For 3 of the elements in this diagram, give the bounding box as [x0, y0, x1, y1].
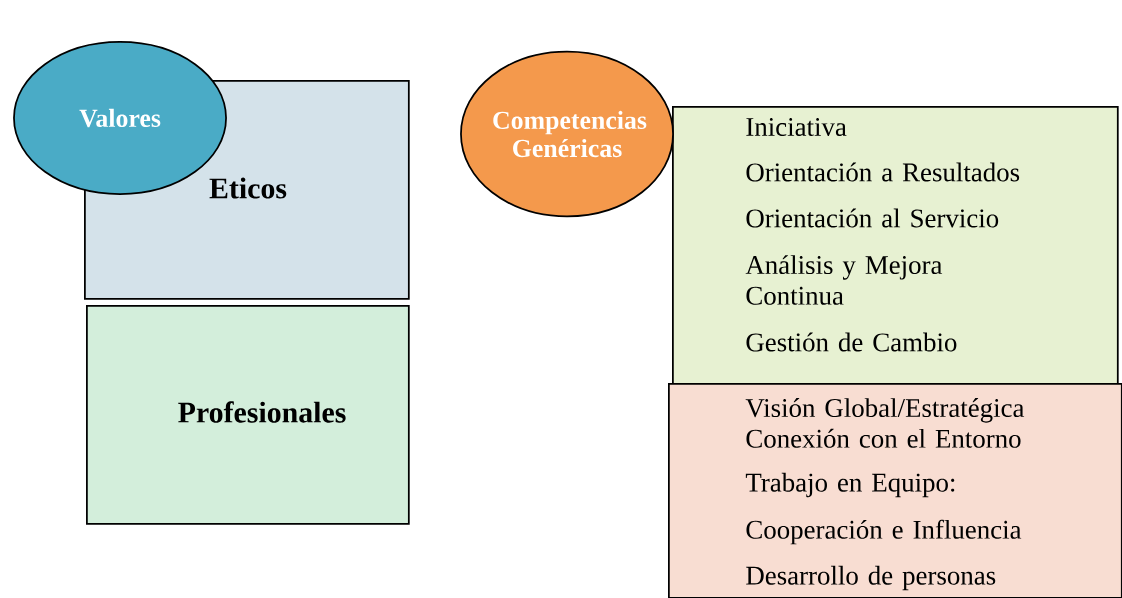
text-box: Iniciativa Orientación a Resultados Orientación al Servicio Análisis y Mejora Continua Gestión de Cambio — [672, 106, 1119, 387]
text-box: Profesionales — [86, 305, 410, 525]
text-box: Visión Global/Estratégica Conexión con el Entorno Trabajo en Equipo: Cooperación e Influencia Desarrollo de personas — [668, 383, 1122, 598]
